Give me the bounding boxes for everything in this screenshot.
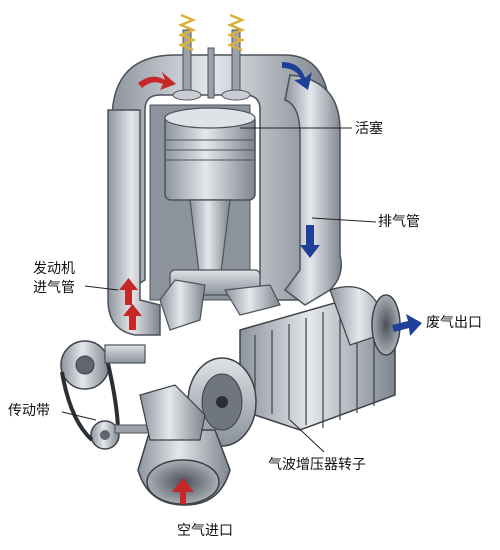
label-drive-belt: 传动带 (8, 403, 50, 419)
label-exhaust-pipe: 排气管 (378, 214, 420, 230)
intake-arrow-up-1 (119, 278, 138, 305)
engine-intake-pipe (107, 109, 161, 336)
exhaust-arrow-top (282, 62, 312, 90)
valves (172, 13, 251, 101)
exhaust-outlet-duct (329, 286, 401, 356)
label-piston: 活塞 (355, 121, 383, 137)
label-air-inlet: 空气进口 (177, 523, 233, 539)
label-engine-intake-line2: 进气管 (33, 280, 75, 296)
label-pressure-wave-rotor: 气波增压器转子 (268, 457, 366, 473)
crank-mechanism (159, 279, 281, 331)
air-inlet-duct (137, 384, 231, 506)
piston (164, 107, 261, 296)
label-engine-intake-line1: 发动机 (33, 261, 75, 277)
exhaust-pipe (283, 74, 342, 306)
label-engine-intake-pipe: 发动机 进气管 (33, 260, 81, 298)
exhaust-outlet-arrow (392, 314, 422, 336)
flow-arrows (119, 62, 422, 504)
leader-lines (61, 127, 377, 453)
intake-arrow-top (138, 72, 176, 90)
label-exhaust-outlet: 废气出口 (426, 315, 482, 331)
exhaust-arrow-down (300, 225, 320, 258)
air-inlet-arrow (172, 478, 194, 504)
intake-arrow-up-2 (123, 304, 142, 330)
